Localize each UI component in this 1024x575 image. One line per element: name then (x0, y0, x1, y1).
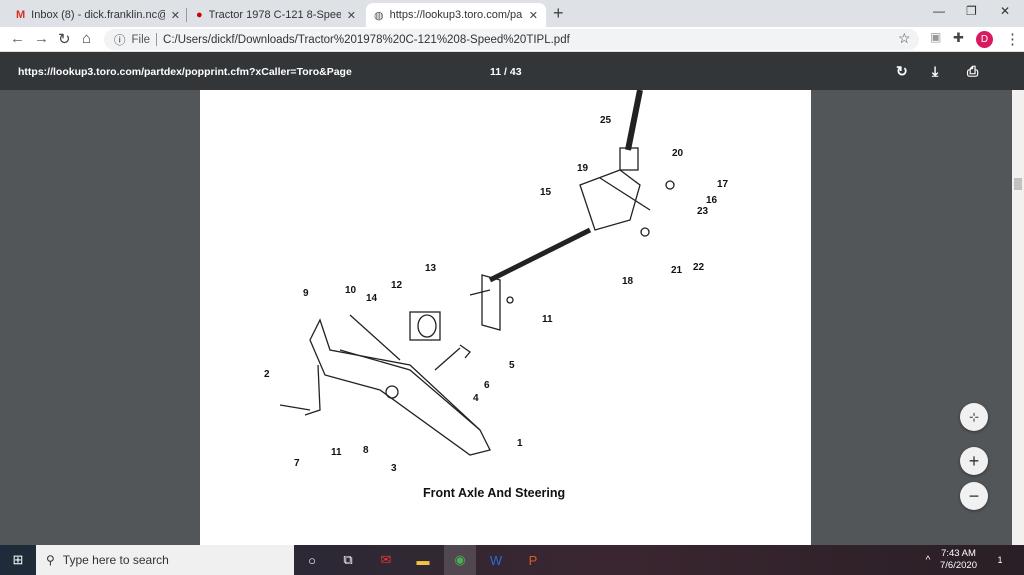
tab-bar: M Inbox (8) - dick.franklin.nc@gmail.com… (0, 0, 1024, 27)
part-callout: 11 (331, 447, 342, 458)
zoom-out-button[interactable]: − (960, 482, 988, 510)
reload-button[interactable]: ↻ (58, 31, 71, 48)
close-tab-icon[interactable]: ✕ (528, 9, 538, 22)
part-callout: 3 (391, 463, 397, 474)
download-icon[interactable]: ⤓ (932, 63, 939, 79)
minimize-button[interactable]: — (933, 4, 945, 18)
bookmark-star-icon[interactable]: ☆ (898, 30, 911, 46)
part-callout: 8 (363, 445, 369, 456)
task-view-icon[interactable]: ⧉ (343, 552, 353, 567)
word-icon[interactable]: W (489, 552, 503, 568)
part-callout: 17 (717, 179, 729, 190)
part-callout: 4 (473, 393, 479, 404)
scrollbar[interactable] (1012, 90, 1024, 545)
part-callout: 11 (542, 314, 553, 325)
part-callout: 22 (693, 262, 705, 273)
taskbar-search-input[interactable]: ⚲ Type here to search (36, 545, 294, 575)
part-callout: 15 (540, 187, 552, 198)
close-tab-icon[interactable]: ✕ (346, 9, 356, 22)
globe-icon: ◍ (374, 9, 384, 22)
taskbar: ⊞ ⚲ Type here to search ○ ⧉ ✉ ▬ ◉ W P ^ … (0, 545, 1024, 575)
new-tab-button[interactable]: + (553, 3, 564, 23)
notification-icon[interactable]: 1 (997, 555, 1003, 565)
part-callout: 10 (345, 285, 357, 296)
address-bar-row: ← → ↻ ⌂ ⓘ File C:/Users/dickf/Downloads/… (0, 27, 1024, 52)
part-callout: 23 (697, 206, 709, 217)
gmail-app-icon[interactable]: ✉ (380, 552, 392, 567)
part-callout: 21 (671, 265, 683, 276)
print-icon[interactable]: ⎙ (967, 63, 979, 79)
fit-page-button[interactable]: ⊹ (960, 403, 988, 431)
figure-caption: Front Axle And Steering (423, 486, 566, 500)
part-callout: 1 (517, 438, 523, 449)
close-tab-icon[interactable]: ✕ (170, 9, 180, 22)
powerpoint-icon[interactable]: P (528, 552, 538, 568)
part-callout: 7 (294, 458, 300, 469)
scrollbar-thumb[interactable] (1014, 178, 1022, 190)
search-icon: ⚲ (46, 553, 55, 567)
restore-button[interactable]: ❐ (966, 4, 977, 18)
tab-lookup[interactable]: ◍ https://lookup3.toro.com/partdex ✕ (366, 3, 546, 27)
menu-icon[interactable]: ⋮ (1005, 31, 1020, 48)
tab-gmail[interactable]: M Inbox (8) - dick.franklin.nc@gmail.com… (16, 9, 180, 22)
part-callout: 19 (577, 163, 589, 174)
part-callout: 5 (509, 360, 515, 371)
parts-diagram (279, 90, 675, 456)
chrome-icon[interactable]: ◉ (444, 545, 476, 575)
close-window-button[interactable]: ✕ (1000, 4, 1011, 18)
part-callout: 16 (706, 195, 718, 206)
tab-tractor[interactable]: ● Tractor 1978 C-121 8-Speed D&A ✕ (196, 9, 356, 22)
windows-start-icon[interactable]: ⊞ (12, 552, 24, 567)
divider (156, 33, 158, 46)
toro-icon: ● (196, 9, 203, 21)
file-explorer-icon[interactable]: ▬ (416, 552, 430, 568)
rotate-icon[interactable]: ↻ (896, 63, 908, 79)
part-callout: 25 (600, 115, 612, 126)
part-callout: 13 (425, 263, 437, 274)
part-callout: 12 (391, 280, 403, 291)
home-button[interactable]: ⌂ (82, 30, 92, 47)
part-callout: 6 (484, 380, 490, 391)
info-icon[interactable]: ⓘ (114, 34, 126, 47)
part-callout: 20 (672, 148, 684, 159)
gmail-icon: M (16, 9, 26, 21)
part-callout: 9 (303, 288, 309, 299)
cortana-icon[interactable]: ○ (308, 552, 316, 568)
avatar[interactable]: D (976, 31, 993, 48)
extension-icon[interactable]: ▣ (930, 30, 942, 44)
tab-divider (186, 8, 187, 22)
pdf-toolbar: https://lookup3.toro.com/partdex/popprin… (0, 52, 1024, 90)
address-input[interactable]: ⓘ File C:/Users/dickf/Downloads/Tractor%… (104, 29, 919, 50)
part-callout: 2 (264, 369, 270, 380)
extensions-puzzle-icon[interactable]: ✚ (953, 30, 964, 45)
forward-button[interactable]: → (34, 30, 49, 47)
part-callout: 14 (366, 293, 378, 304)
zoom-in-button[interactable]: + (960, 447, 988, 475)
chevron-up-icon[interactable]: ^ (925, 554, 931, 566)
back-button[interactable]: ← (10, 30, 25, 47)
part-callout: 18 (622, 276, 634, 287)
